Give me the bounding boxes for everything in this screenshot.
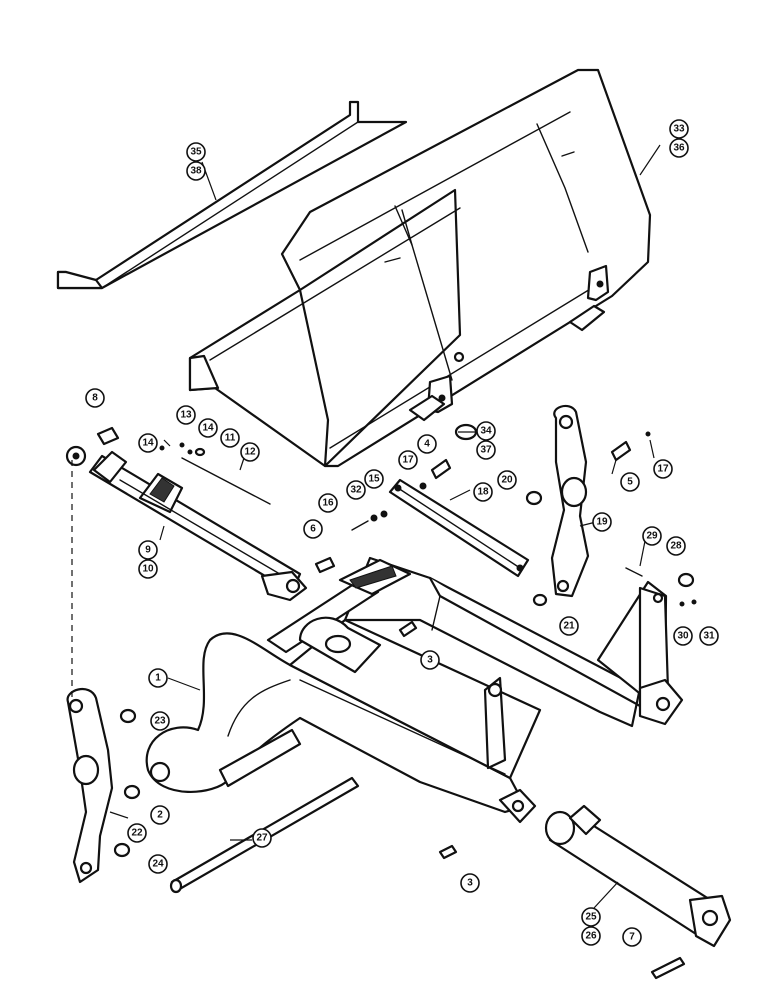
callout-14a: 14 xyxy=(138,433,158,453)
callout-16: 16 xyxy=(318,493,338,513)
callout-5-label: 5 xyxy=(627,477,633,488)
callout-27: 27 xyxy=(252,828,272,848)
cylinder-lower-part xyxy=(544,804,732,948)
callout-33-label: 33 xyxy=(673,124,685,135)
callout-31: 31 xyxy=(699,626,719,646)
callout-14b-label: 14 xyxy=(202,423,214,434)
callout-30-label: 30 xyxy=(677,631,689,642)
callout-6-label: 6 xyxy=(310,524,316,535)
callout-15-label: 15 xyxy=(368,474,380,485)
callout-24-label: 24 xyxy=(152,859,164,870)
callout-22-label: 22 xyxy=(131,828,143,839)
callout-28: 28 xyxy=(666,536,686,556)
callout-37-label: 37 xyxy=(480,445,492,456)
callout-14b: 14 xyxy=(198,418,218,438)
callout-2-label: 2 xyxy=(157,810,163,821)
callout-17a-label: 17 xyxy=(402,455,414,466)
callout-18: 18 xyxy=(473,482,493,502)
callout-7: 7 xyxy=(622,927,642,947)
callout-5: 5 xyxy=(620,472,640,492)
callout-32: 32 xyxy=(346,480,366,500)
callout-25-label: 25 xyxy=(585,912,597,923)
leader-lines xyxy=(109,144,661,909)
callout-32-label: 32 xyxy=(350,485,362,496)
callout-3b-label: 3 xyxy=(467,878,473,889)
callout-24: 24 xyxy=(148,854,168,874)
callout-3a: 3 xyxy=(420,650,440,670)
callout-28-label: 28 xyxy=(670,541,682,552)
callout-26: 26 xyxy=(581,926,601,946)
callout-29: 29 xyxy=(642,526,662,546)
callout-18-label: 18 xyxy=(477,487,489,498)
callout-17a: 17 xyxy=(398,450,418,470)
callout-19: 19 xyxy=(592,512,612,532)
callout-30: 30 xyxy=(673,626,693,646)
callout-4: 4 xyxy=(417,434,437,454)
callout-38: 38 xyxy=(186,161,206,181)
callout-34: 34 xyxy=(476,421,496,441)
bucket-part xyxy=(188,68,652,468)
callout-11-label: 11 xyxy=(225,433,236,444)
small-hardware xyxy=(96,423,697,980)
callout-9-label: 9 xyxy=(145,545,151,556)
link-18-part xyxy=(388,478,530,578)
callout-14a-label: 14 xyxy=(142,438,154,449)
cylinder-upper-part xyxy=(65,445,308,602)
callout-25: 25 xyxy=(581,907,601,927)
callout-23: 23 xyxy=(150,711,170,731)
callout-16-label: 16 xyxy=(322,498,334,509)
callout-38-label: 38 xyxy=(190,166,202,177)
callout-31-label: 31 xyxy=(703,631,715,642)
callout-10: 10 xyxy=(138,559,158,579)
callout-7-label: 7 xyxy=(629,932,635,943)
callout-3a-label: 3 xyxy=(427,655,433,666)
callout-17b: 17 xyxy=(653,459,673,479)
cutting-edge-part xyxy=(56,100,408,290)
callout-35: 35 xyxy=(186,142,206,162)
callout-26-label: 26 xyxy=(585,931,597,942)
callout-3b: 3 xyxy=(460,873,480,893)
callout-19-label: 19 xyxy=(596,517,608,528)
callout-23-label: 23 xyxy=(154,716,166,727)
callout-4-label: 4 xyxy=(424,439,430,450)
callout-1-label: 1 xyxy=(155,673,161,684)
callout-10-label: 10 xyxy=(142,564,154,575)
callout-22: 22 xyxy=(127,823,147,843)
callout-15: 15 xyxy=(364,469,384,489)
callout-34-label: 34 xyxy=(480,426,492,437)
callout-13-label: 13 xyxy=(180,410,192,421)
callout-37: 37 xyxy=(476,440,496,460)
callout-35-label: 35 xyxy=(190,147,202,158)
callout-27-label: 27 xyxy=(256,833,268,844)
callout-2: 2 xyxy=(150,805,170,825)
callout-33: 33 xyxy=(669,119,689,139)
callout-36-label: 36 xyxy=(673,143,685,154)
loader-frame-part xyxy=(145,556,684,824)
callout-29-label: 29 xyxy=(646,531,658,542)
callout-13: 13 xyxy=(176,405,196,425)
lever-22-part xyxy=(66,687,114,884)
lever-19-part xyxy=(550,404,590,598)
callout-1: 1 xyxy=(148,668,168,688)
callout-21-label: 21 xyxy=(563,621,575,632)
callout-21: 21 xyxy=(559,616,579,636)
callout-17b-label: 17 xyxy=(657,464,669,475)
callout-8-label: 8 xyxy=(92,393,98,404)
callout-12-label: 12 xyxy=(244,447,256,458)
callout-9: 9 xyxy=(138,540,158,560)
callout-20: 20 xyxy=(497,470,517,490)
callout-20-label: 20 xyxy=(501,475,513,486)
callout-12: 12 xyxy=(240,442,260,462)
callout-11: 11 xyxy=(220,428,240,448)
callout-8: 8 xyxy=(85,388,105,408)
callout-36: 36 xyxy=(669,138,689,158)
callout-6: 6 xyxy=(303,519,323,539)
